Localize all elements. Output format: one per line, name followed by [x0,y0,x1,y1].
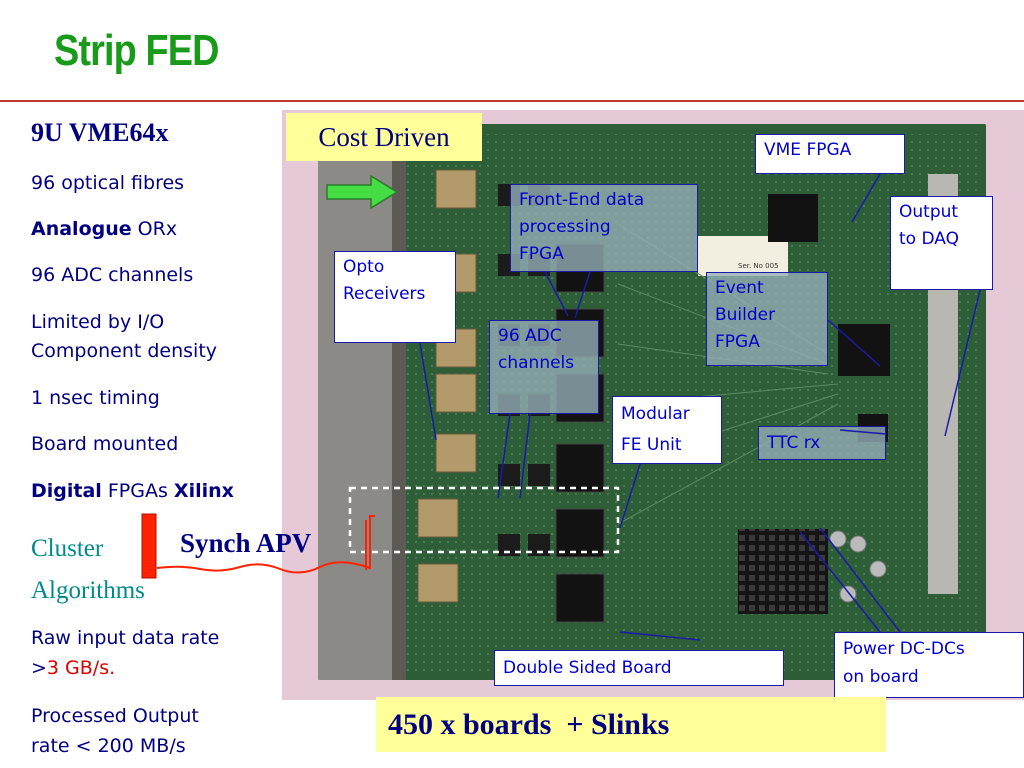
serial-label: Ser. No 005 [738,262,779,270]
callout-power-line-1: Power DC-DCs [843,639,965,659]
pointer-power-b [819,527,901,633]
callout-frontend-line-2: processing [519,217,611,237]
pointer-frontend-b [574,271,591,319]
limited-line-1: Limited by I/O [31,311,165,333]
vme-heading: 9U VME64x [31,118,169,147]
adc-text: 96 ADC channels [31,264,194,286]
callout-vme-fpga: VME FPGA [755,134,905,174]
mounted-text: Board mounted [31,433,179,455]
callout-adc-line-1: 96 ADC [498,326,562,346]
callout-vme-fpga-text: VME FPGA [764,140,852,160]
pointer-power-a [799,531,881,633]
pointer-vme-fpga [851,173,881,223]
callout-opto-line-1: Opto [343,257,385,277]
callout-opto-line-2: Receivers [343,284,426,304]
callout-adc-channels: 96 ADC channels [489,320,599,414]
raw-gt: > [31,657,47,679]
callout-event-line-3: FPGA [715,332,760,352]
callout-frontend-fpga: Front-End data processing FPGA [510,184,698,272]
digital-bold: Digital [31,480,102,502]
analogue-bold: Analogue [31,218,132,240]
callout-event-builder: Event Builder FPGA [706,272,828,366]
boards-banner: 450 x boards + Slinks [376,697,886,752]
callout-output-line-2: to DAQ [899,229,959,249]
pointer-modular [619,463,641,529]
raw-rate-line-2: >3 GB/s. [31,654,115,683]
page-title: Strip FED [54,26,220,75]
callout-output-line-1: Output [899,202,959,222]
analogue-text: Analogue ORx [31,215,177,244]
pointer-frontend-a [544,271,569,317]
cost-driven-label: Cost Driven [286,113,482,161]
fibres-text: 96 optical fibres [31,172,185,194]
pointer-double-sided [619,631,701,641]
callout-power-line-2: on board [843,667,919,687]
pointer-opto [419,342,437,441]
limited-line-2: Component density [31,340,218,362]
callout-event-line-1: Event [715,278,764,298]
synch-apv-label: Synch APV [180,528,312,558]
callout-event-line-2: Builder [715,305,776,325]
pointer-adc-a [497,413,511,499]
callout-modular-line-1: Modular [621,404,690,424]
title-rule [0,100,1024,102]
processed-line-1: Processed Output [31,705,199,727]
callout-modular-line-2: FE Unit [621,435,682,455]
callout-ttc-rx: TTC rx [758,426,886,460]
analogue-rest: ORx [131,218,178,240]
pointer-adc-b [519,413,531,499]
raw-rate-value: 3 GB/s. [46,657,116,679]
callout-double-sided: Double Sided Board [494,650,784,686]
digital-text: Digital FPGAs Xilinx [31,477,234,506]
processed-line-2: rate < 200 MB/s [31,735,186,757]
fpgas-text: FPGAs [101,480,174,502]
callout-modular-fe: Modular FE Unit [612,396,722,464]
green-arrow-icon [326,174,399,210]
pointer-output-daq [944,289,981,437]
dashed-highlight-box [348,486,620,554]
callout-output-daq: Output to DAQ [890,196,993,290]
xilinx-bold: Xilinx [173,480,234,502]
callout-frontend-line-1: Front-End data [519,190,645,210]
raw-rate-line-1: Raw input data rate [31,627,220,649]
signal-pulse-left [141,513,157,579]
signal-trace [156,515,375,574]
cluster-line-2: Algorithms [31,577,145,604]
callout-double-sided-text: Double Sided Board [503,658,672,678]
callout-frontend-line-3: FPGA [519,244,564,264]
pointer-event-builder [827,319,881,367]
timing-text: 1 nsec timing [31,387,160,409]
cluster-line-1: Cluster [31,535,104,562]
callout-adc-line-2: channels [498,353,575,373]
pointer-ttc [839,429,887,435]
callout-power-dcdc: Power DC-DCs on board [834,632,1024,698]
callout-opto-receivers: Opto Receivers [334,251,456,343]
callout-ttc-text: TTC rx [767,433,821,453]
